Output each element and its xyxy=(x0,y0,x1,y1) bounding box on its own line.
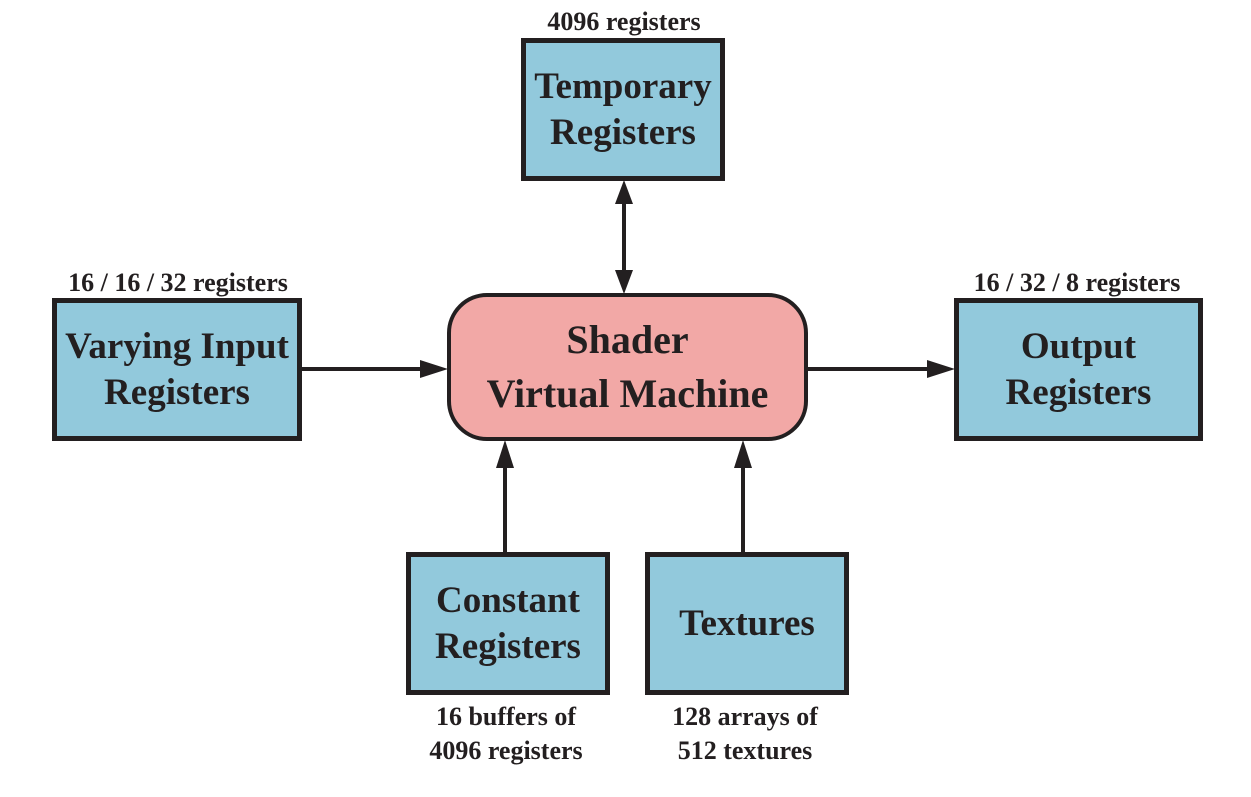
arrowhead-up-temporary xyxy=(615,180,633,204)
arrowhead-right-vm xyxy=(420,360,448,378)
arrowhead-up-constant xyxy=(496,440,514,468)
varying-input-caption: 16 / 16 / 32 registers xyxy=(50,266,306,300)
varying-input-registers-label: Varying Input Registers xyxy=(65,325,289,413)
temporary-caption: 4096 registers xyxy=(522,5,726,39)
output-caption-text: 16 / 32 / 8 registers xyxy=(973,268,1181,297)
constant-registers-node: Constant Registers xyxy=(406,552,610,695)
temporary-caption-text: 4096 registers xyxy=(547,7,701,36)
shader-virtual-machine-node: Shader Virtual Machine xyxy=(447,293,808,441)
temporary-registers-label: Temporary Registers xyxy=(534,65,712,153)
shader-virtual-machine-label: Shader Virtual Machine xyxy=(486,317,769,416)
constant-caption: 16 buffers of 4096 registers xyxy=(396,700,616,768)
output-caption: 16 / 32 / 8 registers xyxy=(950,266,1204,300)
varying-input-registers-node: Varying Input Registers xyxy=(52,298,302,441)
textures-label: Textures xyxy=(679,602,815,644)
varying-input-caption-text: 16 / 16 / 32 registers xyxy=(68,268,288,297)
temporary-registers-node: Temporary Registers xyxy=(521,38,725,181)
arrowhead-down-vm xyxy=(615,270,633,294)
output-registers-label: Output Registers xyxy=(1005,325,1152,413)
textures-node: Textures xyxy=(645,552,849,695)
arrowhead-right-output xyxy=(927,360,955,378)
constant-registers-label: Constant Registers xyxy=(435,579,581,667)
constant-caption-text: 16 buffers of 4096 registers xyxy=(429,702,583,765)
textures-caption: 128 arrays of 512 textures xyxy=(635,700,855,768)
output-registers-node: Output Registers xyxy=(954,298,1203,441)
textures-caption-text: 128 arrays of 512 textures xyxy=(672,702,818,765)
arrowhead-up-textures xyxy=(734,440,752,468)
